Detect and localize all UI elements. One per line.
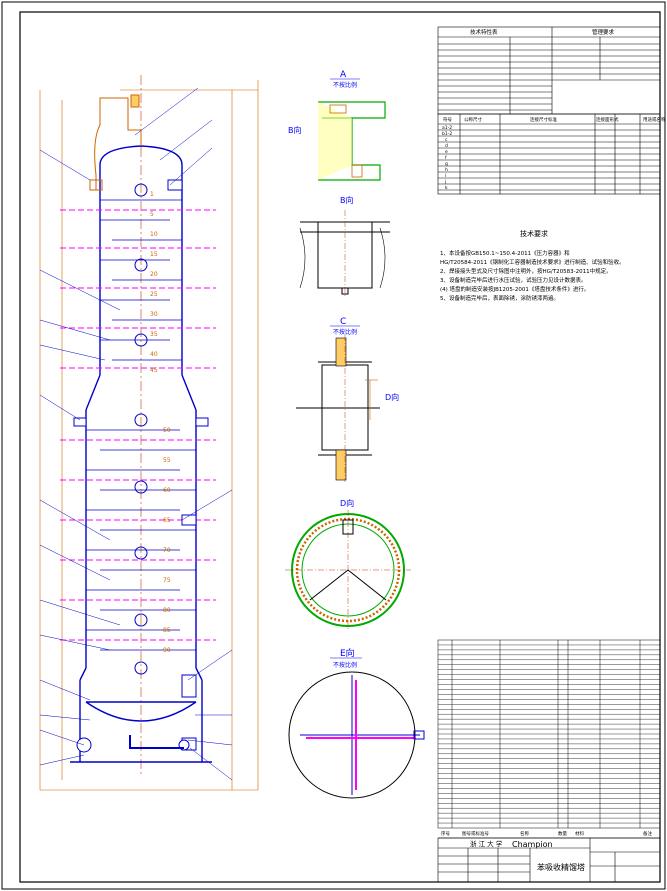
stage-label: 20: [150, 271, 158, 278]
note-line: HG/T20584-2011《钢制化工容器制造技术要求》进行制造、试验和验收。: [440, 258, 625, 266]
nozzle-row: a1-2: [442, 125, 452, 131]
parts-col-no: 序号: [441, 830, 450, 837]
parts-col-name: 名称: [520, 830, 529, 837]
nozzle-row: j: [444, 179, 446, 185]
parts-list-rows: [438, 644, 660, 824]
stage-label: 40: [150, 351, 158, 358]
detail-b: B向: [299, 195, 390, 298]
note-line: (4) 塔盘的制造安装按JB1205-2001《塔盘技术条件》进行。: [440, 285, 589, 293]
stage-label: 50: [163, 427, 171, 434]
technical-notes: 技术要求 1、本设备按GB150.1~150.4-2011《压力容器》和 HG/…: [440, 229, 625, 302]
stage-label: 25: [150, 291, 158, 298]
detail-a-letter: A: [340, 70, 347, 80]
nozzle-row: h: [445, 167, 448, 173]
parts-col-note: 备注: [643, 830, 652, 837]
note-line: 3、设备制造完毕后进行水压试验，试验压力见设计数据表。: [440, 276, 587, 284]
detail-a-ref: B向: [288, 125, 302, 135]
nozzle-col-standard: 连接尺寸标准: [530, 116, 557, 123]
nozzle-row: i: [445, 173, 446, 179]
detail-a: A 不按比例 B向: [288, 70, 386, 181]
school-name: 浙 江 大 学: [470, 839, 503, 848]
nozzle-table: [437, 113, 661, 195]
design-table-title: 技术特性表: [470, 28, 498, 36]
stage-label: 35: [150, 331, 158, 338]
stage-label: 65: [163, 517, 171, 524]
design-data-table: [437, 26, 661, 115]
nozzle-col-symbol: 符号: [443, 116, 452, 123]
notes-title: 技术要求: [520, 229, 548, 238]
nozzle-col-size: 公称尺寸: [464, 116, 482, 123]
detail-e-note: 不按比例: [333, 661, 357, 669]
detail-c: C 不按比例 D向: [296, 317, 399, 482]
detail-e-letter: E向: [340, 647, 355, 659]
nozzle-row: c: [445, 138, 448, 143]
parts-col-qty: 数量: [558, 830, 567, 837]
column-elevation: 1 5 10 15 20 25 30 35 40 45 50 55 60 65 …: [39, 75, 259, 791]
brand-name: Champion: [512, 840, 553, 849]
nozzle-row: d: [445, 143, 448, 149]
detail-d-letter: D向: [340, 498, 354, 508]
stage-label: 55: [163, 457, 171, 464]
detail-d: D向: [285, 498, 411, 630]
nozzle-col-use: 用途或名称: [643, 116, 666, 123]
lower-trays: [86, 429, 196, 651]
stage-label: 80: [163, 607, 171, 614]
stage-label: 60: [163, 487, 171, 494]
design-table-mgmt: 管理要求: [592, 28, 615, 36]
detail-a-note: 不按比例: [333, 81, 357, 89]
nozzle-row: k: [445, 185, 448, 191]
detail-e: E向 不按比例: [288, 647, 425, 799]
stage-label: 5: [150, 211, 154, 218]
stage-label: 85: [163, 627, 171, 634]
nozzle-row: g: [445, 162, 448, 167]
detail-c-note: 不按比例: [333, 328, 357, 336]
detail-b-letter: B向: [340, 195, 354, 205]
note-line: 1、本设备按GB150.1~150.4-2011《压力容器》和: [440, 249, 570, 257]
stage-label: 70: [163, 547, 171, 554]
parts-col-drawing: 图号或标准号: [462, 830, 489, 837]
stage-label: 75: [163, 577, 171, 584]
nozzle-row: f: [445, 155, 447, 161]
stage-label: 15: [150, 251, 158, 258]
nozzle-col-face: 连接面形式: [596, 116, 619, 123]
detail-c-ref: D向: [385, 392, 399, 402]
inner-border: [19, 11, 661, 883]
parts-col-material: 材料: [575, 830, 584, 837]
stage-label: 10: [150, 231, 158, 238]
note-line: 5、设备制造完毕后，表面除锈，涂防锈漆两遍。: [440, 294, 559, 302]
title-block: [437, 837, 661, 883]
detail-c-letter: C: [340, 317, 346, 327]
nozzle-row: e: [445, 150, 448, 155]
drawing-title: 苯吸收精馏塔: [537, 862, 585, 872]
stage-label: 1: [150, 191, 154, 198]
stage-label: 45: [150, 367, 158, 374]
stage-labels: 1 5 10 15 20 25 30 35 40 45 50 55 60 65 …: [150, 191, 171, 654]
stage-label: 30: [150, 311, 158, 318]
stage-label: 90: [163, 647, 171, 654]
upper-trays: [100, 199, 182, 361]
note-line: 2、焊接接头型式及尺寸除图中注明外，按HG/T20583-2011中规定。: [440, 267, 612, 275]
nozzle-row: b1-2: [442, 131, 452, 137]
